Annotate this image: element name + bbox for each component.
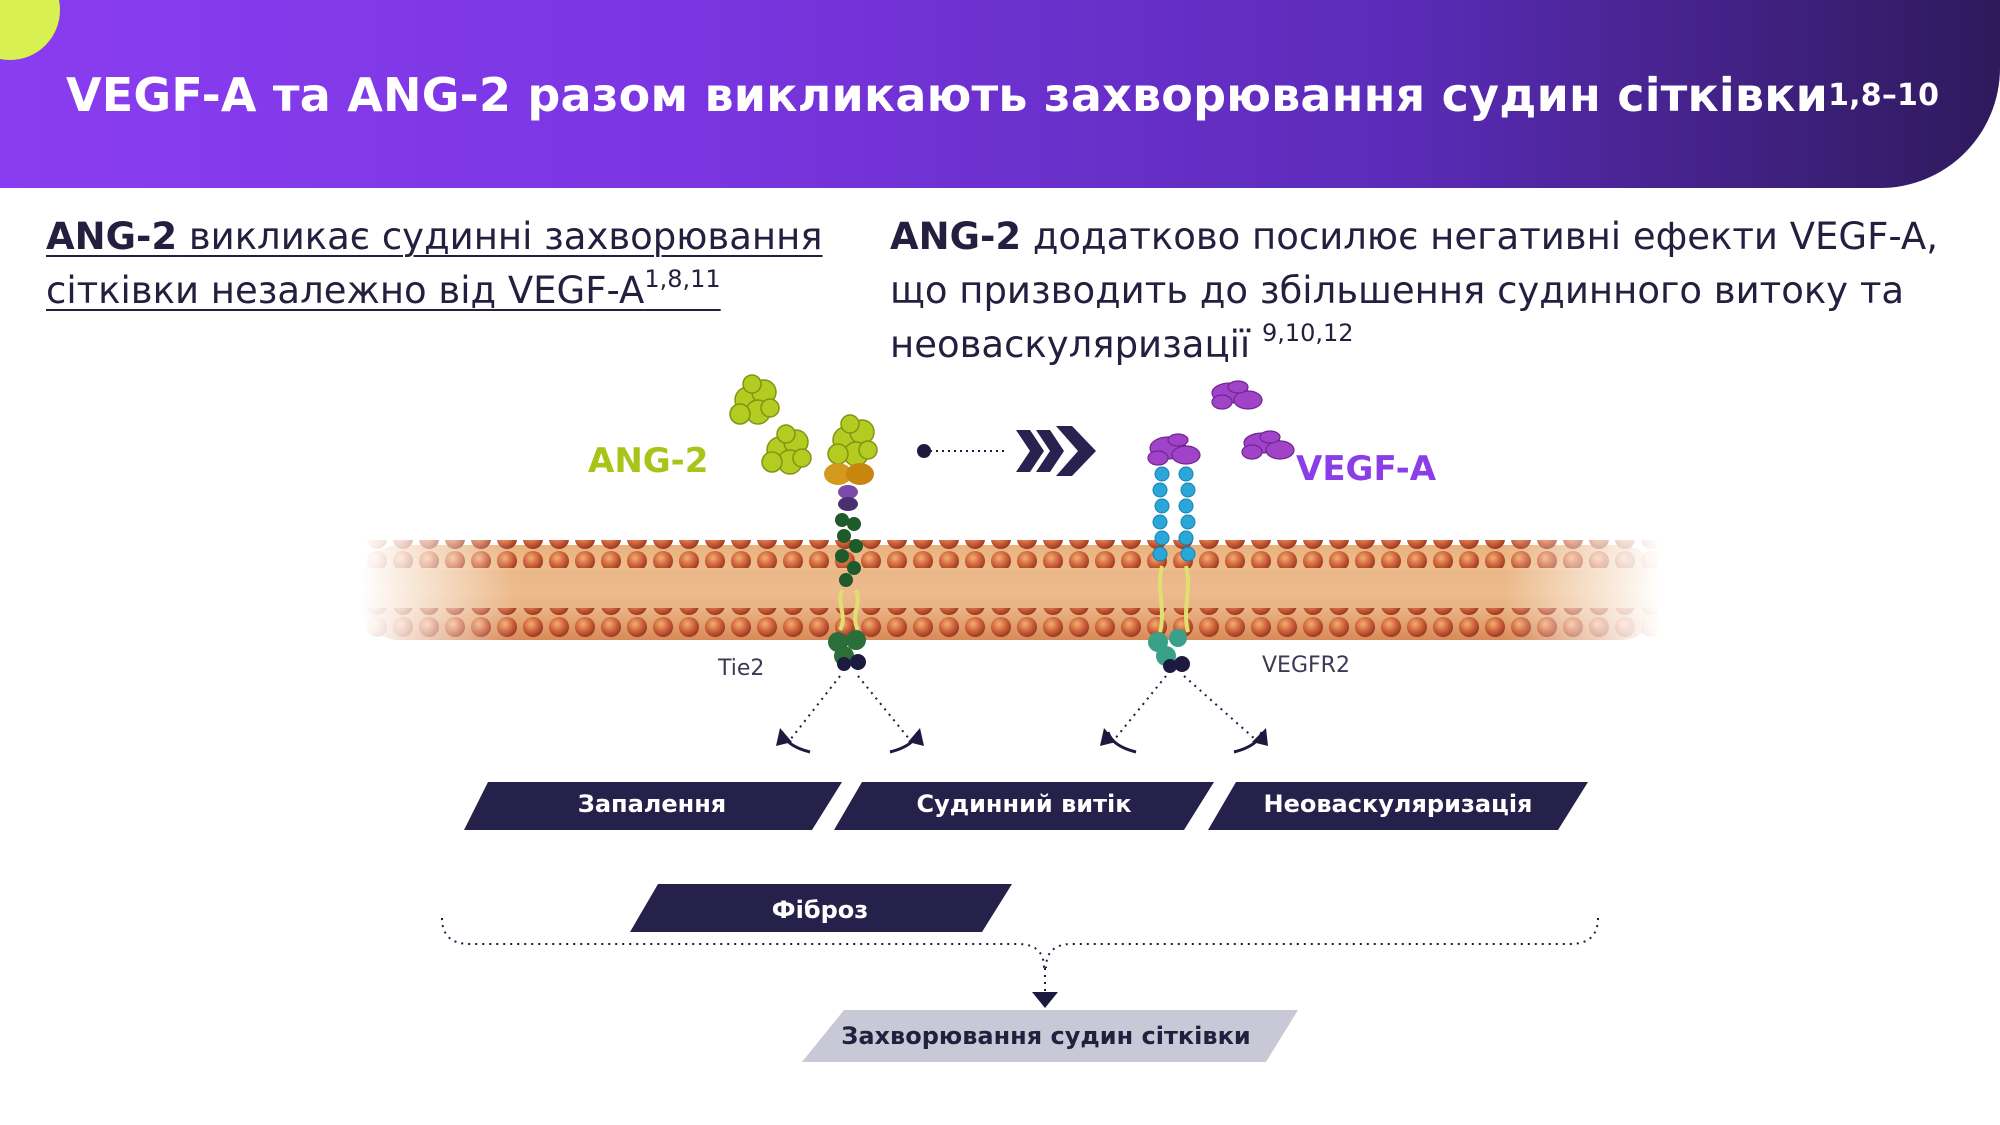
outcome-pill-inflammation: Запалення — [464, 782, 842, 830]
summary-arrow-head — [1032, 992, 1058, 1008]
outcome-label: Неоваскуляризація — [1264, 790, 1533, 818]
outcome-pill-neovascularization: Неоваскуляризація — [1208, 782, 1588, 830]
summary-bracket — [441, 917, 1599, 992]
left-statement-bold: ANG-2 — [46, 215, 178, 258]
vegfa-ligand-icon — [1211, 380, 1263, 410]
vegfr2-label: VEGFR2 — [1262, 653, 1350, 678]
outcome-label: Запалення — [578, 790, 726, 818]
outcome-pill-leakage: Судинний витік — [834, 782, 1214, 830]
left-statement-text: викликає судинні захворювання сітківки н… — [46, 215, 823, 312]
ang2-label: ANG-2 — [588, 441, 708, 481]
right-statement: ANG-2 додатково посилює негативні ефекти… — [890, 210, 1970, 376]
final-outcome-label: Захворювання судин сітківки — [841, 1022, 1250, 1050]
header-banner: VEGF-A та ANG-2 разом викликають захворю… — [0, 0, 2000, 188]
left-statement-refs: 1,8,11 — [644, 265, 721, 293]
final-outcome-pill: Захворювання судин сітківки — [802, 1010, 1298, 1062]
outcome-label: Судинний витік — [916, 790, 1131, 818]
vegfr2-branch-arrows — [1100, 675, 1268, 754]
tie2-receptor — [824, 414, 878, 671]
vegfa-bound-icon — [1147, 433, 1201, 466]
ang2-ligand-icon — [729, 374, 780, 425]
ang2-bound-icon — [827, 414, 878, 467]
right-statement-bold: ANG-2 — [890, 215, 1022, 258]
vegfr2-receptor — [1147, 433, 1201, 673]
tie2-label: Tie2 — [717, 656, 764, 681]
right-statement-refs: 9,10,12 — [1261, 319, 1354, 347]
left-statement: ANG-2 викликає судинні захворювання сітк… — [46, 210, 876, 322]
page-title: VEGF-A та ANG-2 разом викликають захворю… — [66, 68, 1939, 122]
right-statement-text: додатково посилює негативні ефекти VEGF-… — [890, 215, 1938, 366]
vegfa-label: VEGF-A — [1296, 449, 1437, 489]
vegfa-ligand-icon — [1241, 430, 1295, 460]
ang2-ligand-icon — [761, 424, 812, 475]
cell-membrane — [360, 540, 1660, 640]
ang2-to-vegfa-arrow — [917, 426, 1096, 476]
outcome-pill-fibrosis: Фіброз — [630, 884, 1012, 932]
outcome-label: Фіброз — [772, 896, 868, 924]
page-title-refs: 1,8–10 — [1828, 78, 1940, 113]
tie2-branch-arrows — [776, 675, 924, 754]
page-title-text: VEGF-A та ANG-2 разом викликають захворю… — [66, 68, 1829, 122]
